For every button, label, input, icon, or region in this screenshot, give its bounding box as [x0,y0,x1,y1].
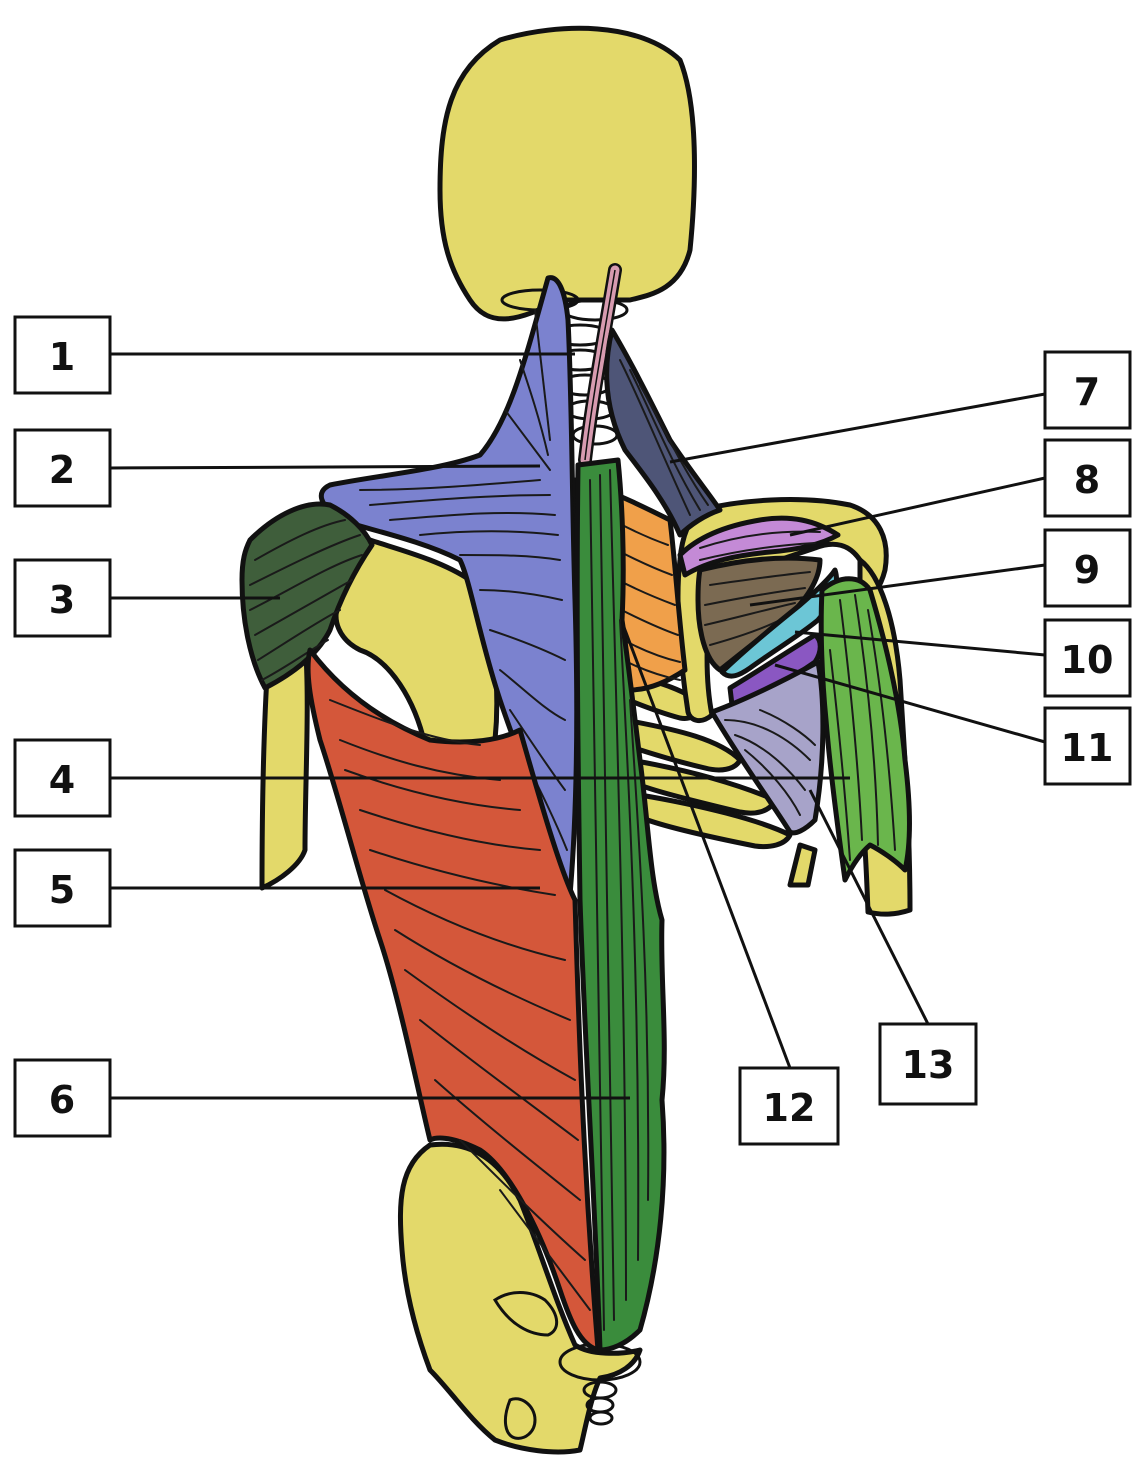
label-7: 7 [1045,352,1130,428]
skull [440,28,694,319]
label-5: 5 [15,850,110,926]
svg-text:5: 5 [49,868,75,912]
svg-text:2: 2 [49,448,75,492]
label-6: 6 [15,1060,110,1136]
svg-text:11: 11 [1061,726,1114,770]
label-9: 9 [1045,530,1130,606]
svg-text:3: 3 [49,578,75,622]
label-4: 4 [15,740,110,816]
label-12: 12 [740,1068,838,1144]
svg-text:7: 7 [1074,370,1100,414]
svg-text:8: 8 [1074,458,1100,502]
triceps [821,579,909,880]
svg-text:1: 1 [49,335,75,379]
svg-text:4: 4 [49,758,75,802]
svg-text:10: 10 [1061,638,1114,682]
label-3: 3 [15,560,110,636]
label-11: 11 [1045,708,1130,784]
label-13: 13 [880,1024,976,1104]
label-2: 2 [15,430,110,506]
svg-text:6: 6 [49,1078,75,1122]
svg-text:13: 13 [902,1043,955,1087]
label-8: 8 [1045,440,1130,516]
olecranon [790,845,815,885]
label-10: 10 [1045,620,1130,696]
svg-text:12: 12 [763,1086,816,1130]
label-1: 1 [15,317,110,393]
svg-text:9: 9 [1074,548,1100,592]
